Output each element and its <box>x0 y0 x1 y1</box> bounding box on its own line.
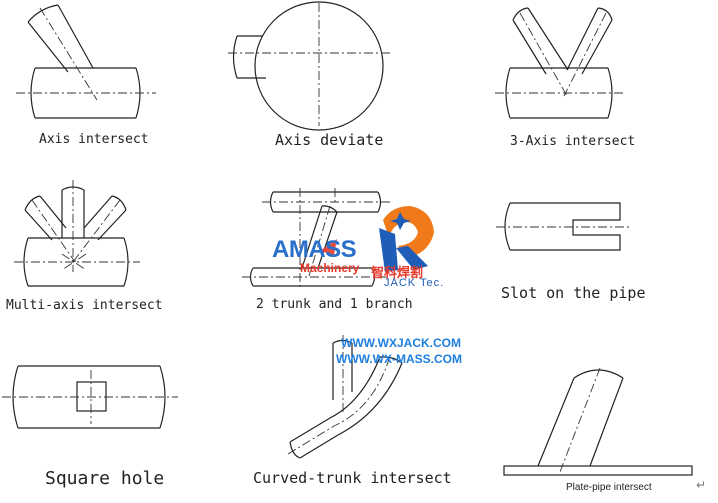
caption-trunk-branch: 2 trunk and 1 branch <box>256 297 413 312</box>
return-mark: ↵ <box>696 478 707 492</box>
jack-tec-text: JACK Tec. <box>384 277 445 289</box>
caption-curved-trunk: Curved-trunk intersect <box>253 469 452 487</box>
caption-slot-on-pipe: Slot on the pipe <box>501 284 646 302</box>
jack-chinese-text: 智科焊割 <box>371 265 424 280</box>
figure-curved-trunk <box>287 335 403 459</box>
caption-multi-axis-intersect: Multi-axis intersect <box>6 298 163 313</box>
caption-square-hole: Square hole <box>45 468 165 489</box>
figure-square-hole <box>2 365 178 429</box>
url-wxjack[interactable]: WWW.WXJACK.COM <box>341 336 461 350</box>
caption-three-axis-intersect: 3-Axis intersect <box>510 134 636 149</box>
figure-trunk-branch <box>242 188 390 290</box>
figure-axis-intersect <box>16 4 156 119</box>
amass-logo-mark <box>320 239 337 255</box>
amass-brand-text: AMASS <box>272 236 357 263</box>
figure-axis-deviate <box>228 1 392 131</box>
url-wx-mass[interactable]: WWW.WX-MASS.COM <box>336 352 462 366</box>
figure-multi-axis-intersect <box>14 180 140 287</box>
caption-axis-deviate: Axis deviate <box>275 131 384 149</box>
amass-sub-text: Machinery <box>300 261 360 275</box>
jack-logo-mark <box>379 206 434 272</box>
figure-three-axis-intersect <box>495 7 625 119</box>
caption-plate-pipe: Plate-pipe intersect <box>566 482 652 493</box>
figure-plate-pipe <box>503 367 693 476</box>
caption-axis-intersect: Axis intersect <box>39 132 149 147</box>
figure-slot-on-pipe <box>496 202 632 251</box>
